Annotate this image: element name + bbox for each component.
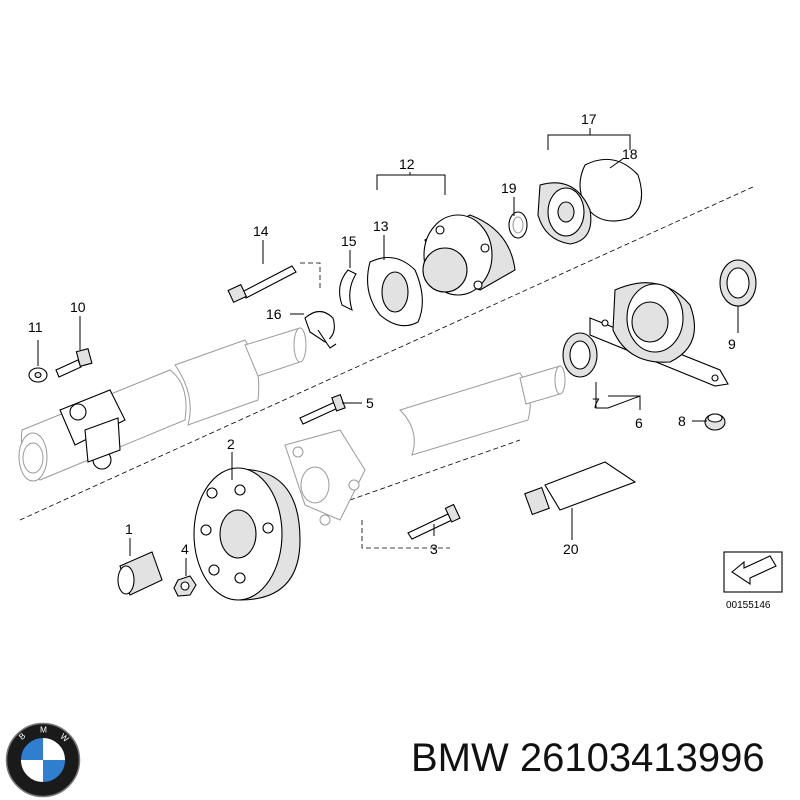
leader-lines [37, 128, 739, 576]
callout-4: 4 [181, 541, 189, 557]
callout-9: 9 [728, 336, 736, 352]
seal-9 [719, 259, 757, 307]
sleeve [117, 551, 163, 596]
callout-1: 1 [125, 521, 133, 537]
callout-8: 8 [678, 413, 686, 429]
bolt-14 [227, 265, 297, 304]
callout-14: 14 [253, 223, 269, 239]
center-bearing [589, 282, 729, 387]
universal-joint [59, 389, 126, 470]
clamp [304, 310, 337, 349]
callout-5: 5 [366, 395, 374, 411]
guide-line-14 [300, 262, 321, 290]
circlip [339, 269, 357, 312]
svg-text:B: B [17, 730, 28, 742]
parts-diagram: 1 2 3 4 5 6 7 8 9 10 11 12 13 14 15 16 1… [18, 111, 783, 611]
nut [173, 575, 197, 597]
callout-10: 10 [70, 299, 86, 315]
centering-coupling [422, 214, 516, 296]
gasket-13 [367, 256, 423, 327]
callout-15: 15 [341, 233, 357, 249]
callout-11: 11 [28, 319, 43, 335]
callout-17: 17 [581, 111, 597, 127]
bolt-10 [55, 348, 93, 378]
callout-7: 7 [592, 395, 600, 411]
output-flange [284, 429, 366, 526]
centerline-upper [19, 185, 756, 521]
bmw-logo: B M W [5, 722, 81, 798]
grease-tube [524, 461, 637, 516]
ball-bearing [562, 332, 598, 378]
part-number-caption: BMW 26103413996 [411, 736, 765, 780]
reference-box: 00155146 [723, 551, 783, 611]
washer-11 [28, 367, 48, 383]
retaining-ring [508, 211, 528, 239]
grommet [704, 413, 726, 431]
callout-6: 6 [635, 415, 643, 431]
drive-shaft-outline [18, 327, 566, 482]
bolt-3 [407, 503, 461, 540]
svg-text:M: M [40, 725, 47, 735]
guide-line-3 [361, 520, 450, 549]
bolt-5 [299, 394, 346, 425]
callout-20: 20 [563, 541, 579, 557]
callout-19: 19 [501, 180, 517, 196]
callout-3: 3 [430, 541, 438, 557]
centering-sleeve [537, 182, 592, 245]
reference-number: 00155146 [726, 600, 771, 611]
flex-disc [193, 467, 301, 601]
callout-2: 2 [227, 436, 235, 452]
centerline-lower [349, 439, 521, 501]
callout-13: 13 [373, 218, 389, 234]
callout-16: 16 [266, 306, 282, 322]
callout-12: 12 [399, 156, 415, 172]
callout-18: 18 [622, 146, 638, 162]
gasket-18 [579, 158, 643, 222]
